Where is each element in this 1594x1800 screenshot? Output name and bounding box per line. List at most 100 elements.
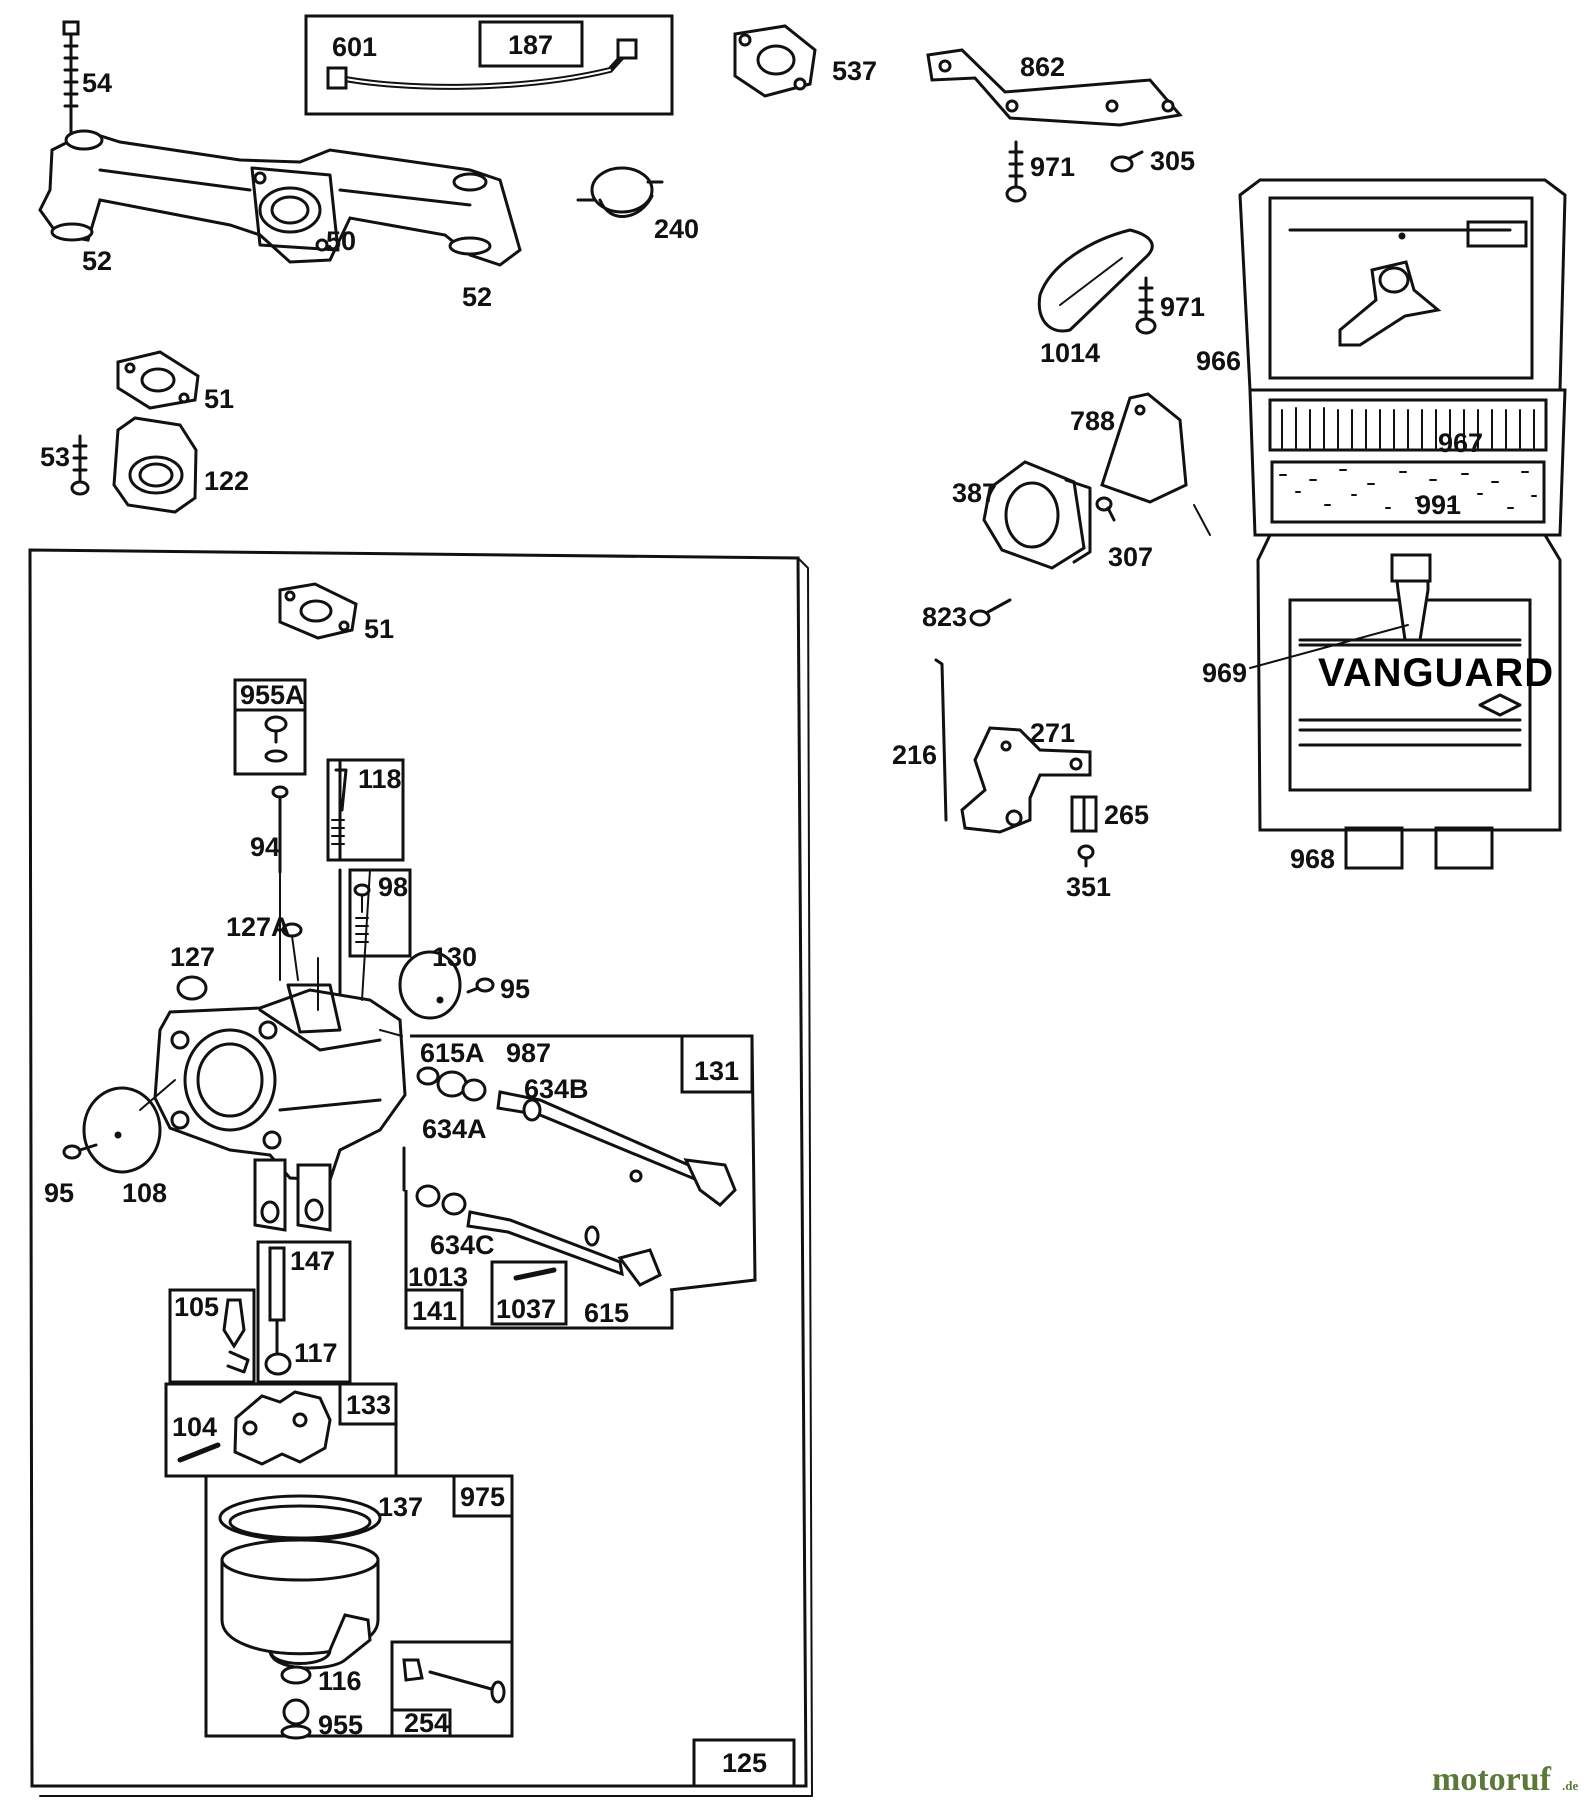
label-634A: 634A <box>422 1114 487 1144</box>
label-95-upper: 95 <box>500 974 530 1004</box>
label-127: 127 <box>170 942 215 972</box>
box-label-955A: 955A <box>240 680 305 710</box>
gasket-51-lower <box>278 582 358 640</box>
label-615: 615 <box>584 1298 629 1328</box>
box-label-125: 125 <box>722 1748 767 1778</box>
box-label-105: 105 <box>174 1292 219 1322</box>
kit-box-133 <box>164 1382 398 1478</box>
label-54: 54 <box>82 68 112 98</box>
label-94: 94 <box>250 832 280 862</box>
label-137: 137 <box>378 1492 423 1522</box>
label-967: 967 <box>1438 428 1483 458</box>
bracket-862 <box>926 48 1183 127</box>
bolt-971-lower <box>1135 276 1157 335</box>
label-50: 50 <box>326 226 356 256</box>
label-969: 969 <box>1202 658 1247 688</box>
box-label-141: 141 <box>412 1296 457 1326</box>
box-label-131: 131 <box>694 1056 739 1086</box>
lever-bracket-271 <box>960 726 1092 834</box>
label-122: 122 <box>204 466 249 496</box>
label-615A: 615A <box>420 1038 485 1068</box>
screw-95-upper <box>466 977 495 994</box>
box-label-254: 254 <box>404 1708 449 1738</box>
box-label-98: 98 <box>378 872 408 902</box>
screw-307 <box>1095 496 1116 522</box>
label-955: 955 <box>318 1710 363 1740</box>
plate-1014 <box>1037 228 1154 333</box>
kit-box-975 <box>204 1474 514 1740</box>
label-987: 987 <box>506 1038 551 1068</box>
box-label-187: 187 <box>508 30 553 60</box>
label-537: 537 <box>832 56 877 86</box>
watermark-suffix: .de <box>1562 1778 1578 1793</box>
gasket-537 <box>733 24 817 98</box>
carburetor-kit-box-125 <box>28 548 808 1788</box>
kit-box-131 <box>379 1029 757 1292</box>
screw-823 <box>969 598 1012 627</box>
adapter-387 <box>982 460 1092 570</box>
box-label-1037: 1037 <box>496 1294 556 1324</box>
kit-box-118 <box>326 758 405 862</box>
label-862: 862 <box>1020 52 1065 82</box>
label-966: 966 <box>1196 346 1241 376</box>
label-305: 305 <box>1150 146 1195 176</box>
label-1014: 1014 <box>1040 338 1100 368</box>
label-117: 117 <box>294 1338 338 1368</box>
box-labels: 187 955A 118 98 131 141 1037 147 105 133… <box>174 30 767 1778</box>
label-968: 968 <box>1290 844 1335 874</box>
label-52-left: 52 <box>82 246 112 276</box>
label-601: 601 <box>332 32 377 62</box>
label-53: 53 <box>40 442 70 472</box>
label-351: 351 <box>1066 872 1111 902</box>
label-51-lower: 51 <box>364 614 394 644</box>
choke-plate-108 <box>82 1079 176 1174</box>
kit-box-187 <box>304 14 674 116</box>
kit-box-105 <box>168 1288 256 1384</box>
air-cleaner-assembly: VANGUARD <box>1238 178 1567 870</box>
screw-95-lower <box>62 1143 98 1160</box>
bolt-971-upper <box>1005 140 1027 203</box>
label-116: 116 <box>318 1666 362 1696</box>
intake-manifold <box>38 129 522 267</box>
label-634C: 634C <box>430 1230 495 1260</box>
choke-rod-216 <box>934 658 948 822</box>
plug-127 <box>176 975 208 1001</box>
label-216: 216 <box>892 740 937 770</box>
label-240: 240 <box>654 214 699 244</box>
watermark-main: motoruf <box>1432 1761 1552 1798</box>
label-130: 130 <box>432 942 477 972</box>
screw-94 <box>271 785 289 874</box>
bracket-788 <box>1100 392 1188 504</box>
label-127A: 127A <box>226 912 291 942</box>
kit-box-125-label-frame <box>692 1738 796 1788</box>
label-51-upper: 51 <box>204 384 234 414</box>
bolt-53 <box>70 434 90 496</box>
box-label-975: 975 <box>460 1482 505 1512</box>
kit-box-147 <box>256 1240 352 1384</box>
label-265: 265 <box>1104 800 1149 830</box>
label-104: 104 <box>172 1412 217 1442</box>
bolt-54 <box>62 20 80 140</box>
label-788: 788 <box>1070 406 1115 436</box>
label-991: 991 <box>1416 490 1461 520</box>
spacer-122 <box>112 416 198 514</box>
label-971-upper: 971 <box>1030 152 1075 182</box>
label-108: 108 <box>122 1178 167 1208</box>
screw-305 <box>1110 150 1144 173</box>
label-95-lower: 95 <box>44 1178 74 1208</box>
label-387: 387 <box>952 478 997 508</box>
label-1013: 1013 <box>408 1262 468 1292</box>
label-634B: 634B <box>524 1074 589 1104</box>
label-823: 823 <box>922 602 967 632</box>
gasket-51-upper <box>116 350 200 410</box>
part-labels: 54 601 537 862 971 305 240 50 52 52 971 … <box>40 32 1483 1740</box>
throttle-plate-130 <box>398 950 462 1020</box>
carburetor-body <box>153 983 407 1232</box>
box-label-133: 133 <box>346 1390 391 1420</box>
kit-box-98 <box>338 868 412 1002</box>
kit-box-254 <box>390 1640 514 1738</box>
label-307: 307 <box>1108 542 1153 572</box>
box-label-147: 147 <box>290 1246 335 1276</box>
box-label-118: 118 <box>358 764 402 794</box>
